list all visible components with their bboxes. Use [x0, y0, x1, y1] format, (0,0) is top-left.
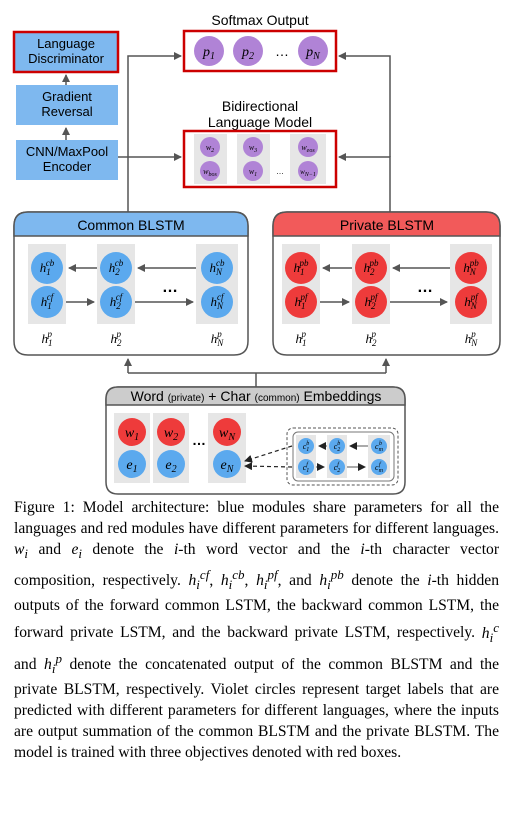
svg-text:hNpf: hNpf [464, 292, 479, 311]
svg-text:w2: w2 [206, 143, 214, 154]
common-backward-node [31, 252, 63, 284]
svg-text:hNpb: hNpb [463, 258, 479, 277]
word-node [213, 418, 241, 446]
top-connectors [118, 52, 391, 212]
bilm-node [298, 161, 318, 181]
char-node [157, 450, 185, 478]
softmax-label-p2: p2 [241, 45, 254, 62]
char-blstm-outer [286, 427, 399, 486]
embeddings-dots: … [192, 432, 206, 448]
softmax-label-p1: p1 [202, 45, 215, 62]
word-node [118, 418, 146, 446]
svg-text:e2: e2 [165, 458, 176, 475]
svg-text:weos: weos [301, 143, 315, 154]
private-backward-node [455, 252, 487, 284]
bilm-node [243, 161, 263, 181]
embedding-connectors [124, 358, 390, 387]
bilm-dots: … [276, 167, 284, 176]
svg-text:w1: w1 [249, 167, 257, 178]
common-forward-node [201, 286, 233, 318]
private-blstm-title: Private BLSTM [340, 217, 434, 233]
char-node [213, 450, 241, 478]
embeddings-block: Word (private) + Char (common) Embedding… [105, 386, 406, 495]
common-backward-node [100, 252, 132, 284]
private-forward-node [355, 286, 387, 318]
char-node [118, 450, 146, 478]
common-dots: … [162, 279, 178, 296]
svg-text:h1cf: h1cf [41, 292, 55, 311]
softmax-node-p1 [194, 36, 224, 66]
softmax-node-p2 [233, 36, 263, 66]
softmax-label-pN: pN [305, 45, 321, 62]
svg-text:e1: e1 [126, 458, 137, 475]
svg-text:hNcf: hNcf [210, 292, 225, 311]
svg-text:w3: w3 [249, 143, 257, 154]
svg-text:c1b: c1b [303, 441, 310, 453]
bilm-cells: w2 wbos w3 w1 … weos wN−1 [194, 134, 326, 184]
private-dots: … [417, 279, 433, 296]
svg-text:h2p: h2p [111, 329, 123, 348]
word-node [157, 418, 185, 446]
softmax-nodes: p1 p2 … pN [194, 36, 328, 66]
svg-text:h1p: h1p [42, 329, 53, 348]
embeddings-title: Word (private) + Char (common) Embedding… [131, 388, 382, 404]
common-forward-node [100, 286, 132, 318]
private-backward-node [355, 252, 387, 284]
svg-text:c2f: c2f [334, 461, 341, 474]
common-blstm-title: Common BLSTM [77, 217, 184, 233]
svg-text:hNp: hNp [211, 329, 225, 348]
bilm-node [243, 137, 263, 157]
private-forward-node [455, 286, 487, 318]
svg-text:c1f: c1f [303, 461, 310, 474]
private-backward-node [285, 252, 317, 284]
svg-text:h2p: h2p [366, 329, 378, 348]
svg-text:wN−1: wN−1 [300, 168, 316, 178]
svg-text:hNcb: hNcb [209, 258, 225, 277]
figure-caption: Figure 1: Model architecture: blue modul… [14, 499, 500, 761]
softmax-title: Softmax Output [211, 12, 308, 28]
softmax-node-pN [298, 36, 328, 66]
svg-text:c2b: c2b [334, 441, 341, 453]
bilm-node [200, 161, 220, 181]
svg-text:h1pf: h1pf [294, 292, 309, 311]
svg-text:cmb: cmb [375, 441, 384, 453]
svg-text:h2cf: h2cf [110, 292, 124, 311]
bilm-node [200, 137, 220, 157]
bilm-node [298, 137, 318, 157]
svg-text:h1p: h1p [296, 329, 307, 348]
svg-text:h2pf: h2pf [364, 292, 379, 311]
caption-intro: Figure 1: Model architecture: blue modul… [14, 499, 499, 537]
svg-text:wbos: wbos [203, 167, 217, 178]
svg-text:cmf: cmf [375, 461, 384, 474]
svg-text:hNp: hNp [465, 329, 479, 348]
softmax-dots: … [275, 43, 289, 59]
common-blstm: Common BLSTM h1cb h2cb hNcb h1cf h2cf hN… [13, 211, 249, 356]
common-backward-node [201, 252, 233, 284]
private-forward-node [285, 286, 317, 318]
private-blstm: Private BLSTM h1pb h2pb hNpb h1pf h2pf h… [272, 211, 501, 356]
common-forward-node [31, 286, 63, 318]
